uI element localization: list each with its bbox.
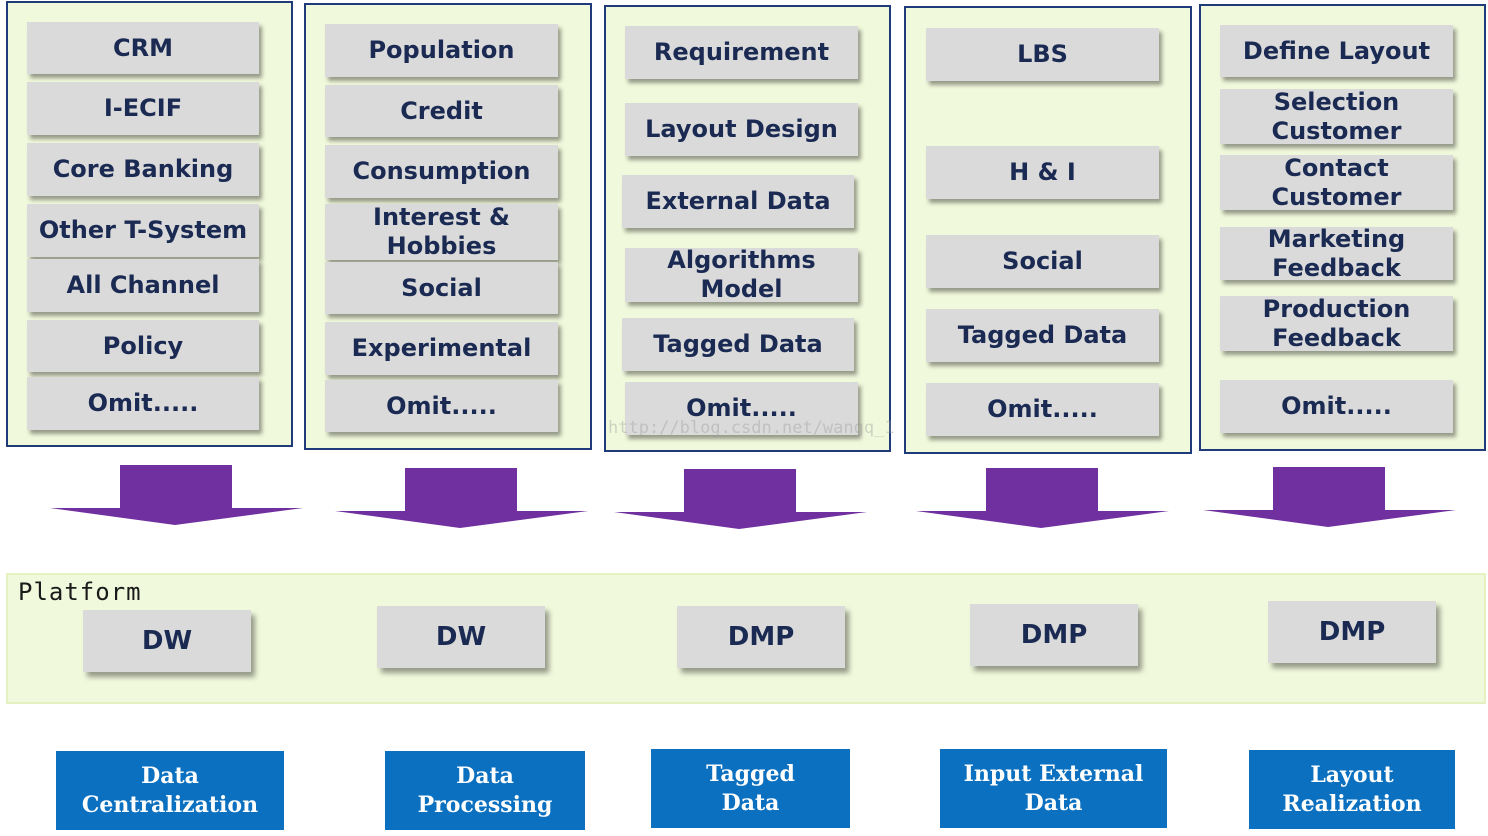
source-item: Social <box>325 262 558 314</box>
platform-item: DMP <box>970 604 1138 666</box>
source-item: Experimental <box>325 322 558 375</box>
source-item: Credit <box>325 85 558 137</box>
down-arrow-icon <box>335 468 588 528</box>
platform-item: DMP <box>677 606 845 668</box>
source-item: Tagged Data <box>622 318 854 371</box>
source-item: Omit..... <box>1220 380 1453 433</box>
stage-box: Layout Realization <box>1249 750 1455 829</box>
stage-box: Data Processing <box>385 751 585 830</box>
source-item: Omit..... <box>926 383 1159 436</box>
watermark: http://blog.csdn.net/wangq_1 <box>608 418 895 438</box>
source-item: Other T-System <box>27 204 259 257</box>
source-item: I-ECIF <box>27 82 259 135</box>
stage-box: Tagged Data <box>651 749 850 828</box>
down-arrow-icon <box>1203 467 1456 527</box>
source-item: Omit..... <box>625 382 858 435</box>
source-item: Omit..... <box>27 377 259 430</box>
column-panel-3 <box>604 5 891 452</box>
source-item: Requirement <box>625 26 858 79</box>
source-item: H & I <box>926 146 1159 199</box>
source-item: Omit..... <box>325 380 558 432</box>
source-item: Define Layout <box>1220 25 1453 77</box>
source-item: External Data <box>622 175 854 228</box>
source-item: Contact Customer <box>1220 154 1453 211</box>
source-item: Core Banking <box>27 143 259 196</box>
platform-item: DW <box>377 606 545 668</box>
source-item: Algorithms Model <box>625 246 858 303</box>
source-item: Consumption <box>325 145 558 198</box>
source-item: Population <box>325 24 558 77</box>
down-arrow-icon <box>916 468 1169 528</box>
source-item: Production Feedback <box>1220 295 1453 352</box>
platform-label: Platform <box>18 578 142 606</box>
stage-box: Input External Data <box>940 749 1167 828</box>
stage-box: Data Centralization <box>56 751 284 830</box>
source-item: CRM <box>27 22 259 74</box>
platform-item: DW <box>83 610 251 672</box>
source-item: Layout Design <box>625 103 858 156</box>
source-item: Policy <box>27 320 259 372</box>
source-item: Marketing Feedback <box>1220 225 1453 282</box>
down-arrow-icon <box>50 465 303 525</box>
source-item: Selection Customer <box>1220 88 1453 145</box>
source-item: Interest & Hobbies <box>325 203 558 260</box>
source-item: Social <box>926 235 1159 288</box>
source-item: LBS <box>926 28 1159 81</box>
source-item: Tagged Data <box>926 309 1159 362</box>
platform-item: DMP <box>1268 601 1436 663</box>
down-arrow-icon <box>614 469 867 529</box>
source-item: All Channel <box>27 259 259 312</box>
